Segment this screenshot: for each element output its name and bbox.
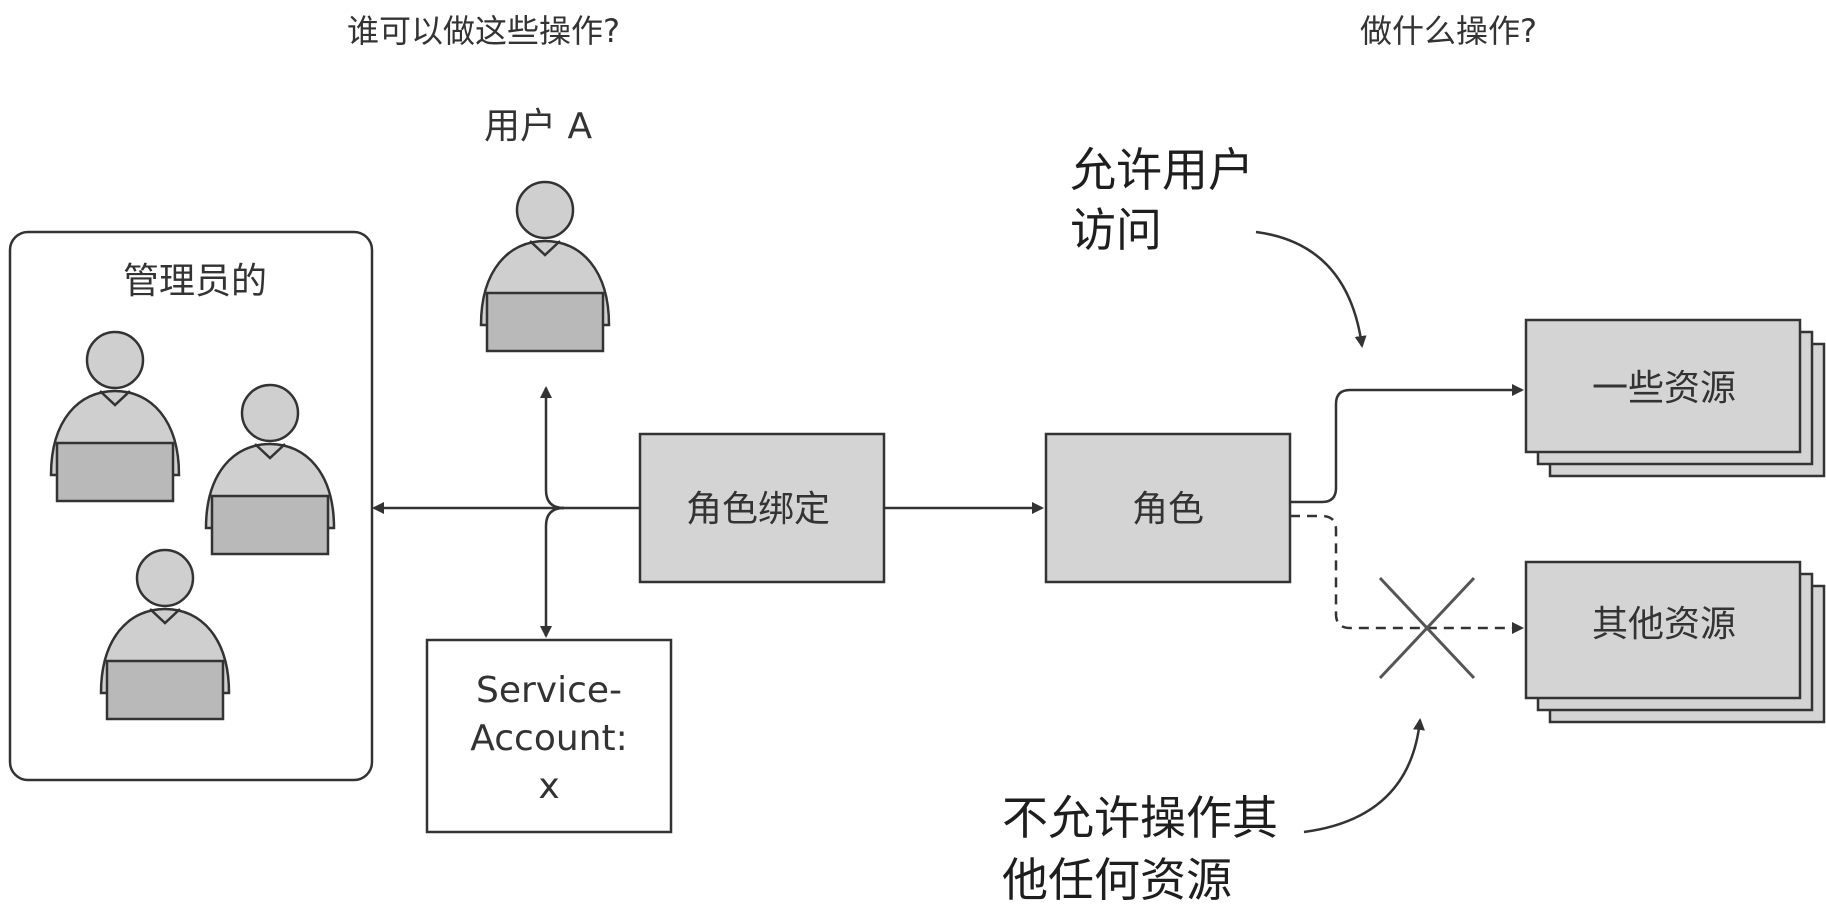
denied-path-arrow [1290,514,1524,634]
deny-cross-icon [1378,576,1476,680]
role-binding-box [638,432,886,584]
other-resources-stack [1524,560,1826,724]
role-binding-label: 角色绑定 [686,489,830,530]
who-header: 谁可以做这些操作? [347,12,620,50]
service-account-line2: Account: [470,718,627,759]
user-a-label: 用户 A [484,106,592,147]
some-resources-label: 一些资源 [1592,368,1736,409]
role-label: 角色 [1132,489,1204,530]
other-resources-label: 其他资源 [1592,604,1736,645]
admins-label: 管理员的 [123,261,267,302]
allow-annotation-line1: 允许用户 [1070,143,1254,197]
service-account-line1: Service- [476,670,622,711]
allow-callout-arrow [1255,230,1367,348]
what-header: 做什么操作? [1360,12,1537,50]
deny-annotation-line2: 他任何资源 [1002,853,1232,907]
service-account-line3: x [538,766,559,807]
user-a-person-icon [479,180,611,353]
allow-annotation-line2: 访问 [1070,203,1162,257]
role-box [1044,432,1292,584]
some-resources-stack [1524,318,1826,478]
role-binding-connectors [372,386,640,638]
service-account-box [425,638,673,834]
deny-annotation-line1: 不允许操作其 [1002,791,1278,845]
allowed-path-arrow [1290,384,1524,504]
deny-callout-arrow [1303,718,1425,834]
